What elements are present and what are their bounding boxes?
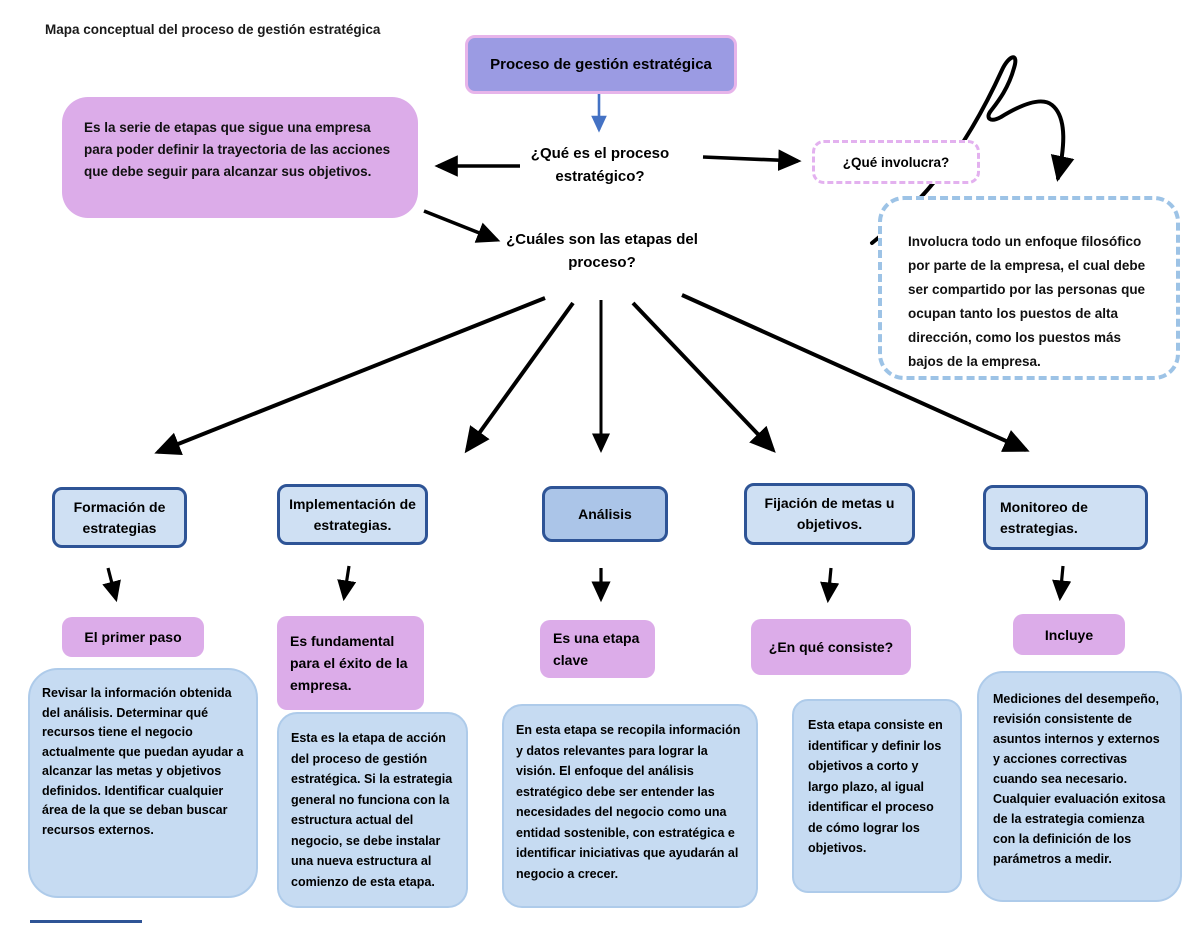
question-stages: ¿Cuáles son las etapas del proceso? xyxy=(506,231,698,271)
stage-label-formacion: El primer paso xyxy=(62,617,204,657)
arrow-fan-implementacion xyxy=(464,301,575,454)
stage-node-analisis: Análisis xyxy=(542,486,668,542)
arrow-stage4-to-label xyxy=(820,567,840,604)
stage-label-fijacion: ¿En qué consiste? xyxy=(751,619,911,675)
stage-description-analisis: En esta etapa se recopila información y … xyxy=(502,704,758,908)
stage-label-implementacion: Es fundamental para el éxito de la empre… xyxy=(277,616,424,710)
stage-description-monitoreo: Mediciones del desempeño, revisión consi… xyxy=(977,671,1182,902)
arrow-definition-to-stages-question xyxy=(423,209,501,243)
arrow-fan-fijacion xyxy=(631,301,776,453)
involves-detail-node: Involucra todo un enfoque filosófico por… xyxy=(878,196,1180,380)
stage-description-implementacion: Esta es la etapa de acción del proceso d… xyxy=(277,712,468,908)
stage-node-monitoreo: Monitoreo de estrategias. xyxy=(983,485,1148,550)
stage-label-analisis: Es una etapa clave xyxy=(540,620,655,678)
root-node: Proceso de gestión estratégica xyxy=(465,35,737,94)
stage-description-fijacion: Esta etapa consiste en identificar y def… xyxy=(792,699,962,893)
arrow-whatis-to-involves xyxy=(702,149,802,171)
stage-label-monitoreo: Incluye xyxy=(1013,614,1125,655)
arrow-fan-formacion xyxy=(154,296,546,456)
stage-node-formacion: Formación de estrategias xyxy=(52,487,187,548)
arrow-stage1-to-label xyxy=(102,567,121,603)
arrow-stage2-to-label xyxy=(337,565,357,602)
definition-node: Es la serie de etapas que sigue una empr… xyxy=(62,97,418,218)
page-title: Mapa conceptual del proceso de gestión e… xyxy=(45,22,381,37)
question-involves: ¿Qué involucra? xyxy=(812,140,980,184)
arrow-stage5-to-label xyxy=(1052,565,1072,602)
page-edge-line xyxy=(30,920,142,923)
stage-node-fijacion: Fijación de metas u objetivos. xyxy=(744,483,915,545)
question-what-is: ¿Qué es el proceso estratégico? xyxy=(530,145,670,185)
stage-node-implementacion: Implementación de estrategias. xyxy=(277,484,428,545)
stage-description-formacion: Revisar la información obtenida del anál… xyxy=(28,668,258,898)
